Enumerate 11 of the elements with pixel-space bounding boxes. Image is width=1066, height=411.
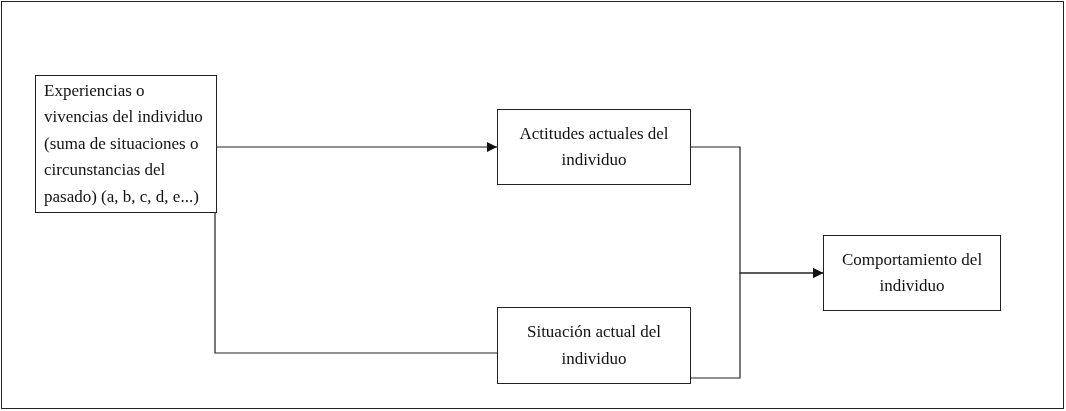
box-text: Comportamiento del individuo — [840, 248, 984, 297]
text-box — [497, 307, 691, 384]
text-box — [35, 75, 217, 213]
arrow — [690, 268, 824, 379]
box-text: Actitudes actuales del individuo — [518, 122, 670, 171]
arrow — [216, 142, 498, 152]
box-text: Experiencias o vivencias del individuo (suma de situaciones o circunstancias del pasado) (a, b, c, d, e...) — [44, 80, 204, 208]
box-text: Situación actual del individuo — [525, 321, 663, 370]
connector-line — [214, 212, 498, 354]
text-box — [497, 109, 691, 185]
text-box — [823, 235, 1001, 311]
